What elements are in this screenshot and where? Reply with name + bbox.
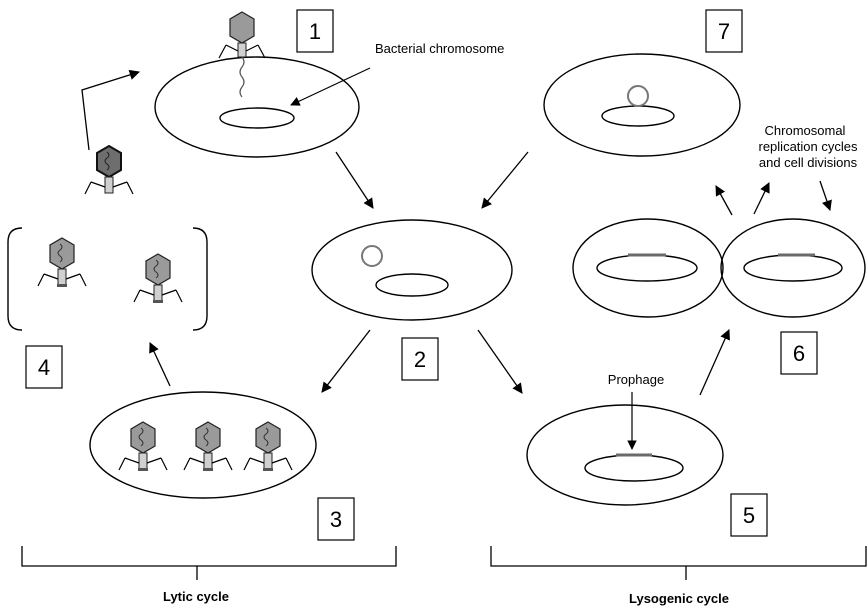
step-1-box [296, 9, 334, 53]
arrow-7-to-2 [481, 151, 529, 209]
step-3-box [317, 497, 355, 541]
step-6-dividing-bacteria [572, 218, 866, 318]
step-7-box [705, 9, 743, 53]
arrow-2-to-3 [321, 329, 371, 393]
step-4-box [25, 345, 63, 389]
lysogenic-cycle-label: Lysogenic cycle [629, 591, 729, 606]
step-4-bracket [7, 227, 208, 331]
step-6-number: 6 [793, 341, 805, 366]
step-5-bacterium [526, 404, 724, 506]
arrow-6-up [753, 182, 770, 215]
step-4-number: 4 [38, 355, 50, 380]
step-7-bacterium [543, 53, 741, 157]
step-2-bacterium [311, 219, 513, 321]
step-2-number: 2 [414, 347, 426, 372]
arrow-3-to-4 [149, 342, 171, 387]
step-3-number: 3 [330, 507, 342, 532]
step-5-box [730, 493, 768, 537]
chromosomal-label-line1: Chromosomal [765, 123, 846, 138]
step-1-bacterium [154, 56, 360, 158]
phage-icon [133, 253, 183, 304]
lytic-cycle-label: Lytic cycle [163, 589, 229, 604]
phage-icon [183, 421, 233, 472]
prophage-label: Prophage [608, 372, 664, 387]
step-1-number: 1 [309, 19, 321, 44]
step-2-box [401, 337, 439, 381]
lytic-bracket [21, 546, 397, 580]
step-3-bacterium [89, 391, 317, 499]
arrow-1-to-2 [335, 151, 374, 209]
bacterial-chromosome-label: Bacterial chromosome [375, 41, 504, 56]
step-7-number: 7 [718, 19, 730, 44]
bacterial-chromosome-arrow [290, 67, 371, 106]
arrow-4-to-1 [81, 69, 140, 151]
arrow-2-to-5 [477, 329, 523, 394]
released-phage-icon [84, 144, 134, 195]
chromosomal-label-line2: replication cycles [759, 139, 858, 154]
arrow-label-to-6 [819, 180, 832, 211]
step-5-number: 5 [743, 503, 755, 528]
phage-icon [243, 421, 293, 472]
chromosomal-label-line3: and cell divisions [759, 155, 858, 170]
phage-icon [118, 421, 168, 472]
arrow-6-to-7 [715, 185, 733, 216]
attaching-phage-icon [218, 11, 266, 98]
step-6-box [780, 331, 818, 375]
cycle-arrows [81, 69, 832, 396]
phage-icon [37, 237, 87, 288]
arrow-5-to-6 [699, 329, 730, 396]
lysogenic-bracket [490, 546, 867, 580]
